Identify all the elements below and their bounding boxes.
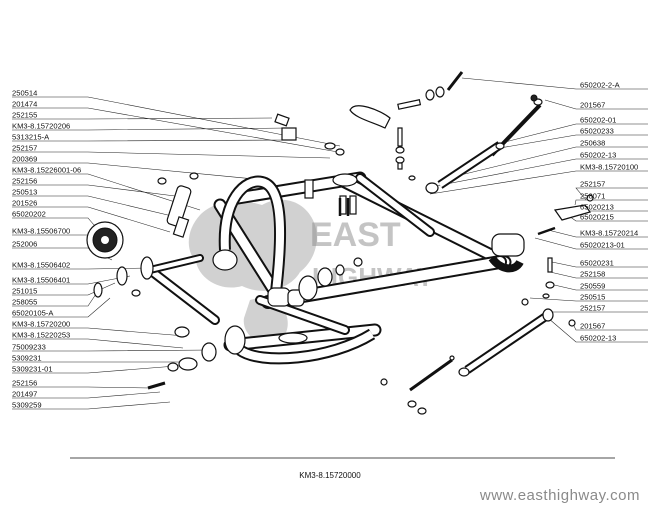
part-label-left: KM3-8.15226001-06 xyxy=(12,166,81,175)
part-label-right: 258071 xyxy=(580,192,605,201)
part-label-left: 252006 xyxy=(12,240,37,249)
leader-line xyxy=(551,261,648,268)
part-label-left: 75009233 xyxy=(12,343,46,352)
leader-line xyxy=(12,275,131,285)
part-label-left: 201526 xyxy=(12,199,37,208)
leader-line xyxy=(12,173,201,211)
part-label-right: 650202-01 xyxy=(580,116,616,125)
part-label-right: 201567 xyxy=(580,101,605,110)
part-label-right: 65020213 xyxy=(580,203,614,212)
leader-line xyxy=(504,123,648,143)
part-label-left: 5313215-A xyxy=(12,133,50,142)
leader-line xyxy=(499,134,648,149)
part-label-left: 200369 xyxy=(12,155,37,164)
leader-line xyxy=(12,162,266,181)
leader-line xyxy=(461,77,648,90)
leader-lines xyxy=(12,77,648,410)
part-label-left: 252156 xyxy=(12,379,37,388)
part-label-left: 250514 xyxy=(12,89,37,98)
part-label-right: 252157 xyxy=(580,304,605,313)
part-label-right: 250515 xyxy=(580,293,605,302)
part-label-left: KM3-8.15506401 xyxy=(12,276,70,285)
part-label-right: 65020213-01 xyxy=(580,241,625,250)
part-label-left: KM3-8.15506402 xyxy=(12,261,70,270)
part-label-left: 251015 xyxy=(12,287,37,296)
leader-line xyxy=(12,206,171,233)
part-label-left: 252157 xyxy=(12,144,37,153)
leader-line xyxy=(12,327,186,337)
leader-line xyxy=(12,365,177,374)
leader-line xyxy=(12,151,331,159)
right-struts-drawing xyxy=(380,94,594,415)
leader-line xyxy=(529,297,648,302)
part-label-left: 258055 xyxy=(12,298,37,307)
leader-line xyxy=(544,99,648,110)
part-label-right: KM3-8.15720100 xyxy=(580,163,638,172)
part-label-left: 252156 xyxy=(12,177,37,186)
part-label-right: KM3-8.15720214 xyxy=(580,229,638,238)
part-label-right: 650202-2-A xyxy=(580,81,621,90)
leader-line xyxy=(534,237,648,250)
part-label-right: 250559 xyxy=(580,282,605,291)
part-label-left: 65020202 xyxy=(12,210,46,219)
leader-line xyxy=(12,184,176,197)
leader-line xyxy=(12,391,161,399)
right-label-column: 650202-2-A 201567 650202-01 65020233 250638 6… xyxy=(580,81,638,343)
assembly-number: KM3-8.15720000 xyxy=(299,471,361,480)
leader-line xyxy=(575,187,648,201)
upper-hardware-drawing xyxy=(274,71,464,301)
part-label-left: 5309231 xyxy=(12,354,42,363)
part-label-right: 65020233 xyxy=(580,127,614,136)
leader-line xyxy=(12,117,273,120)
part-label-left: 201474 xyxy=(12,100,37,109)
part-label-right: 65020231 xyxy=(580,259,614,268)
leader-line xyxy=(12,127,289,131)
leader-line xyxy=(12,401,171,410)
part-label-left: 65020105-A xyxy=(12,309,54,318)
leader-line xyxy=(574,199,648,206)
leader-line xyxy=(12,282,116,296)
leader-line xyxy=(12,386,151,389)
leader-line xyxy=(435,158,648,187)
part-label-left: KM3-8.15720200 xyxy=(12,320,70,329)
website-watermark: www.easthighway.com xyxy=(479,487,640,504)
leader-line xyxy=(549,283,648,291)
leader-line xyxy=(12,139,293,142)
part-label-left: 5309231-01 xyxy=(12,365,53,374)
leader-line xyxy=(12,297,111,318)
part-label-right: 201567 xyxy=(580,322,605,331)
part-label-left: KM3-8.15220253 xyxy=(12,331,70,340)
part-label-left: KM3-8.15720206 xyxy=(12,122,70,131)
part-label-left: 250513 xyxy=(12,188,37,197)
part-label-right: 650202-13 xyxy=(580,334,616,343)
part-label-right: 252157 xyxy=(580,180,605,189)
part-label-right: 252158 xyxy=(580,270,605,279)
part-label-left: 201497 xyxy=(12,390,37,399)
leader-line xyxy=(12,349,213,352)
leader-line xyxy=(547,317,648,343)
part-label-right: 65020215 xyxy=(580,213,614,222)
frame-drawing xyxy=(212,171,525,365)
leader-line xyxy=(547,229,648,238)
leader-line xyxy=(12,195,173,217)
leader-line xyxy=(439,146,648,181)
part-label-right: 650202-13 xyxy=(580,151,616,160)
left-arm-drawing xyxy=(86,172,220,390)
leader-line xyxy=(429,170,648,195)
part-label-right: 250638 xyxy=(580,139,605,148)
leader-line xyxy=(12,267,151,270)
watermark-line1: EAST xyxy=(310,216,401,254)
part-label-left: 252155 xyxy=(12,111,37,120)
leader-line xyxy=(12,96,341,147)
leader-line xyxy=(549,271,648,279)
part-label-left: 5309259 xyxy=(12,401,42,410)
part-label-left: KM3-8.15506700 xyxy=(12,227,70,236)
leader-line xyxy=(12,107,339,153)
leader-line xyxy=(12,338,184,349)
